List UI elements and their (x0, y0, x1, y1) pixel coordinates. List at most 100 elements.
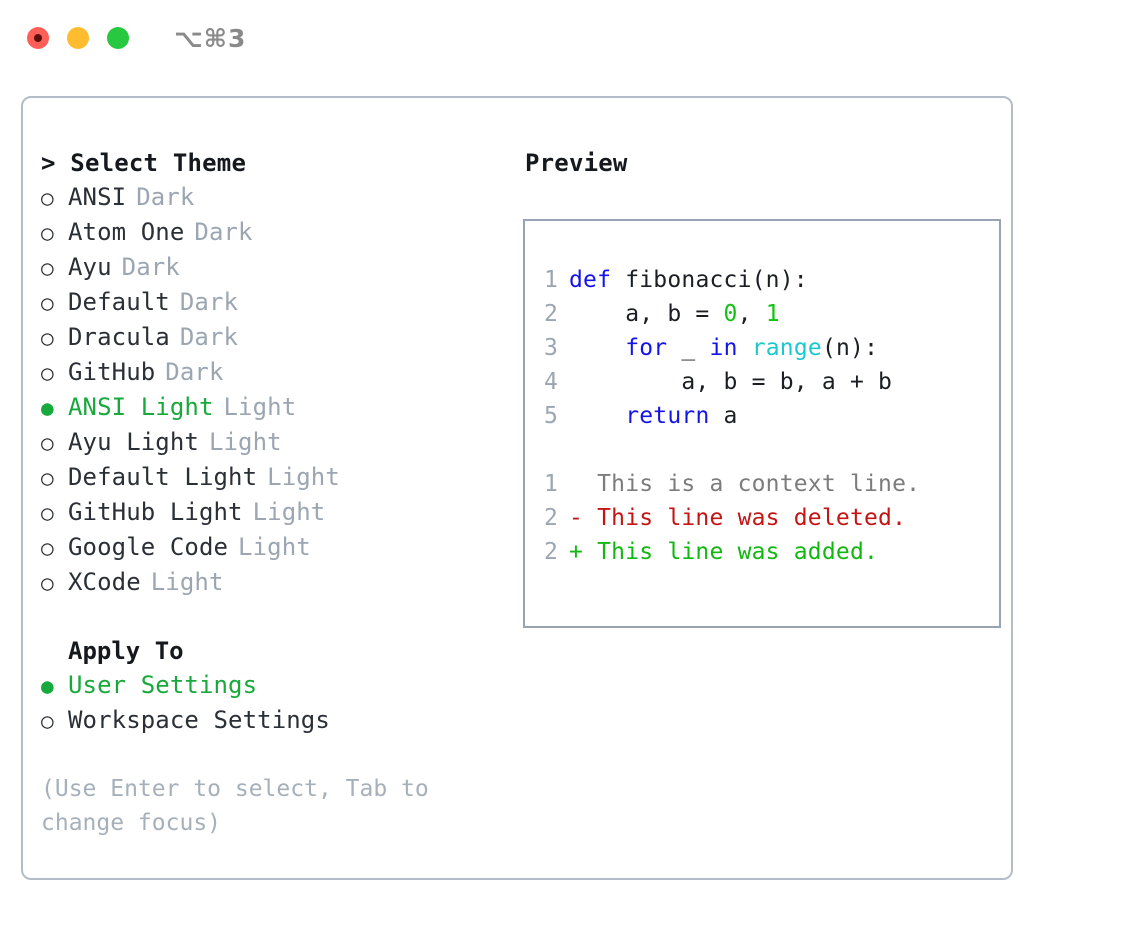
theme-option-name: Default Light (68, 463, 258, 491)
theme-kind-badge: Light (252, 498, 326, 526)
maximize-window-button[interactable] (107, 27, 129, 49)
theme-kind-badge: Dark (194, 218, 253, 246)
token-plain: a, b = (569, 301, 724, 327)
token-plain: a, b = b, a + b (569, 369, 893, 395)
radio-selected-icon: ● (41, 674, 54, 698)
theme-option-default[interactable]: ○ Default Dark (41, 285, 503, 320)
theme-kind-badge: Light (267, 463, 340, 491)
radio-unselected-icon: ○ (41, 536, 54, 560)
minimize-window-button[interactable] (67, 27, 89, 49)
theme-kind-badge: Light (208, 428, 282, 456)
radio-unselected-icon: ○ (41, 326, 54, 350)
theme-option-xcode[interactable]: ○ XCode Light (41, 565, 503, 600)
token-kw: in (709, 335, 738, 361)
code-diff-separator (525, 433, 999, 467)
theme-option-github-light[interactable]: ○ GitHub Light Light (41, 495, 503, 530)
apply-to-option-workspace-settings[interactable]: ○Workspace Settings (41, 703, 503, 738)
token-kw: def (569, 267, 612, 293)
theme-option-ansi-light[interactable]: ● ANSI Light Light (41, 390, 503, 425)
theme-kind-badge: Dark (165, 358, 224, 386)
apply-to-option-user-settings[interactable]: ● User Settings (41, 668, 503, 703)
radio-unselected-icon: ○ (41, 186, 54, 210)
theme-kind-badge: Dark (121, 253, 180, 281)
theme-kind-badge: Light (238, 533, 311, 561)
theme-option-name: ANSI Light (68, 393, 214, 421)
keyboard-hint-text: (Use Enter to select, Tab to change focu… (41, 776, 443, 836)
line-number: 4 (543, 369, 558, 395)
theme-option-name: Ayu Light (68, 428, 199, 456)
keyboard-shortcut-label: ⌥⌘3 (174, 23, 247, 53)
line-number: 2 (543, 539, 558, 565)
theme-option-name: XCode (68, 568, 141, 596)
code-line-text: for _ in range(n): (569, 331, 878, 365)
diff-line-text: + This line was added. (569, 539, 879, 565)
diff-line-ctx: 1 This is a context line. (525, 467, 999, 501)
theme-option-name: Google Code (68, 533, 229, 561)
theme-option-name: Dracula (68, 323, 170, 351)
traffic-light-controls (27, 27, 129, 49)
diff-sample: 1 This is a context line. 2 - This line wa… (525, 467, 999, 569)
line-number: 2 (543, 505, 558, 531)
code-line: 2 a, b = 0, 1 (525, 297, 999, 331)
code-line-text: a, b = 0, 1 (569, 297, 780, 331)
token-plain: , (737, 301, 766, 327)
theme-kind-badge: Light (223, 393, 297, 421)
code-line: 4 a, b = b, a + b (525, 365, 999, 399)
line-number: 1 (543, 471, 558, 497)
theme-option-google-code[interactable]: ○ Google Code Light (41, 530, 503, 565)
token-plain: _ (667, 335, 710, 361)
theme-kind-badge: Light (150, 568, 224, 596)
theme-option-ayu-light[interactable]: ○ Ayu Light Light (41, 425, 503, 460)
theme-option-name: GitHub (68, 358, 156, 386)
code-line-text: def fibonacci(n): (569, 263, 808, 297)
line-number: 1 (543, 267, 558, 293)
token-plain (738, 335, 752, 361)
token-fn: range (751, 335, 822, 361)
code-line: 1 def fibonacci(n): (525, 263, 999, 297)
apply-to-heading: Apply To (68, 637, 184, 665)
close-window-button[interactable] (27, 27, 49, 49)
radio-unselected-icon: ○ (41, 709, 54, 733)
radio-unselected-icon: ○ (41, 221, 54, 245)
radio-selected-icon: ● (41, 396, 54, 420)
diff-line-text: - This line was deleted. (569, 505, 907, 531)
token-plain: (n): (821, 335, 879, 361)
theme-kind-badge: Dark (179, 288, 239, 316)
code-line-text: a, b = b, a + b (569, 365, 892, 399)
theme-option-name: GitHub Light (68, 498, 243, 526)
apply-to-option-list[interactable]: ● User Settings ○Workspace Settings (41, 668, 503, 738)
radio-unselected-icon: ○ (41, 571, 54, 595)
radio-unselected-icon: ○ (41, 256, 54, 280)
preview-heading: Preview (525, 149, 628, 177)
theme-kind-badge: Dark (136, 183, 195, 211)
radio-unselected-icon: ○ (41, 501, 54, 525)
token-plain: fibonacci(n): (611, 267, 808, 293)
radio-unselected-icon: ○ (41, 431, 54, 455)
code-line: 5 return a (525, 399, 999, 433)
apply-to-option-label: User Settings (68, 671, 258, 699)
line-number: 3 (543, 335, 558, 361)
select-theme-heading: > Select Theme (41, 149, 247, 177)
token-kw: for (625, 335, 668, 361)
diff-line-text: This is a context line. (569, 471, 921, 497)
line-number: 5 (543, 403, 558, 429)
diff-line-del: 2 - This line was deleted. (525, 501, 999, 535)
theme-option-name: Default (68, 288, 170, 316)
token-kw: return (625, 403, 710, 429)
radio-unselected-icon: ○ (41, 291, 54, 315)
code-line: 3 for _ in range(n): (525, 331, 999, 365)
title-bar: ⌥⌘3 (0, 0, 1140, 76)
token-num: 1 (765, 301, 780, 327)
